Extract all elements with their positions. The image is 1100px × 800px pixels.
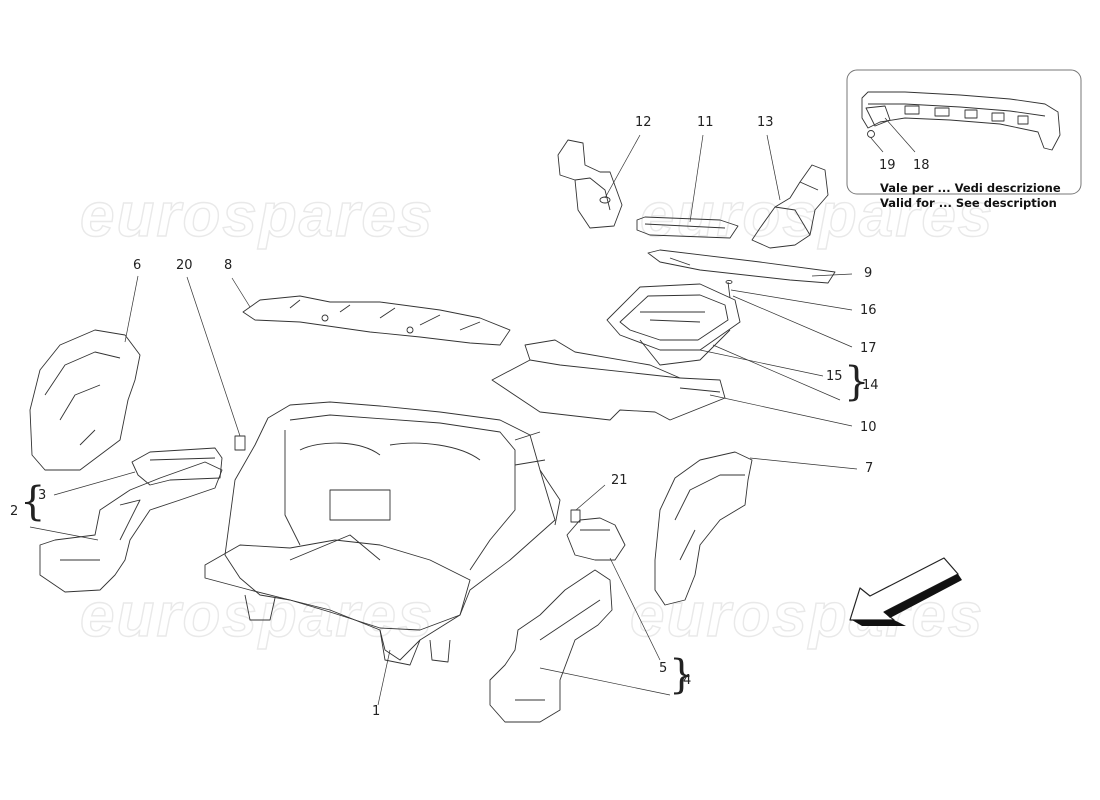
brace-4: } (669, 652, 695, 698)
callout-2: 2 (10, 504, 19, 519)
part-10-floor-panel (491, 339, 726, 421)
inset-text-it: Vale per ... Vedi descrizione (880, 181, 1061, 195)
callout-6: 6 (133, 258, 142, 273)
callout-15: 15 (826, 369, 843, 384)
inset-box (846, 69, 1082, 195)
part-11-plate (636, 216, 739, 239)
callout-16: 16 (860, 303, 877, 318)
watermark-top-right: eurospares (639, 180, 995, 250)
callout-5: 5 (659, 661, 668, 676)
callout-17: 17 (860, 341, 877, 356)
callout-8: 8 (224, 258, 233, 273)
part-3-bracket (131, 447, 223, 486)
callout-19: 19 (879, 158, 896, 173)
callout-13: 13 (757, 115, 774, 130)
brace-14: } (844, 359, 870, 405)
callout-7: 7 (865, 461, 874, 476)
inset-beam-part (861, 91, 1061, 151)
callout-14: 14 (862, 378, 879, 393)
part-2-rail (39, 461, 223, 593)
direction-arrow (849, 557, 962, 626)
part-13-bracket (751, 164, 829, 249)
part-9-rail (647, 249, 836, 284)
part-20-clip (234, 435, 246, 451)
brace-2: { (20, 479, 46, 525)
callout-21: 21 (611, 473, 628, 488)
part-8-shelf (242, 295, 511, 346)
part-1-rear-body (204, 401, 561, 666)
callout-9: 9 (864, 266, 873, 281)
part-6-wheelhouse (29, 329, 141, 471)
leader-18 (884, 117, 916, 153)
watermark-top-left: eurospares (79, 180, 435, 250)
part-7-wheelhouse (654, 451, 753, 606)
part-21-clip (570, 509, 581, 523)
part-4-rail (489, 569, 613, 723)
callout-10: 10 (860, 420, 877, 435)
callout-1: 1 (372, 704, 381, 719)
part-12-bracket (557, 139, 623, 229)
leader-19 (870, 137, 884, 153)
callout-20: 20 (176, 258, 193, 273)
callout-18: 18 (913, 158, 930, 173)
inset-text-en: Valid for ... See description (880, 196, 1057, 210)
part-5-bracket (566, 517, 626, 561)
callout-3: 3 (38, 488, 47, 503)
part-16-bolt (725, 279, 733, 299)
callout-12: 12 (635, 115, 652, 130)
part-15-tray (606, 283, 741, 366)
callout-11: 11 (697, 115, 714, 130)
callout-4: 4 (683, 673, 692, 688)
